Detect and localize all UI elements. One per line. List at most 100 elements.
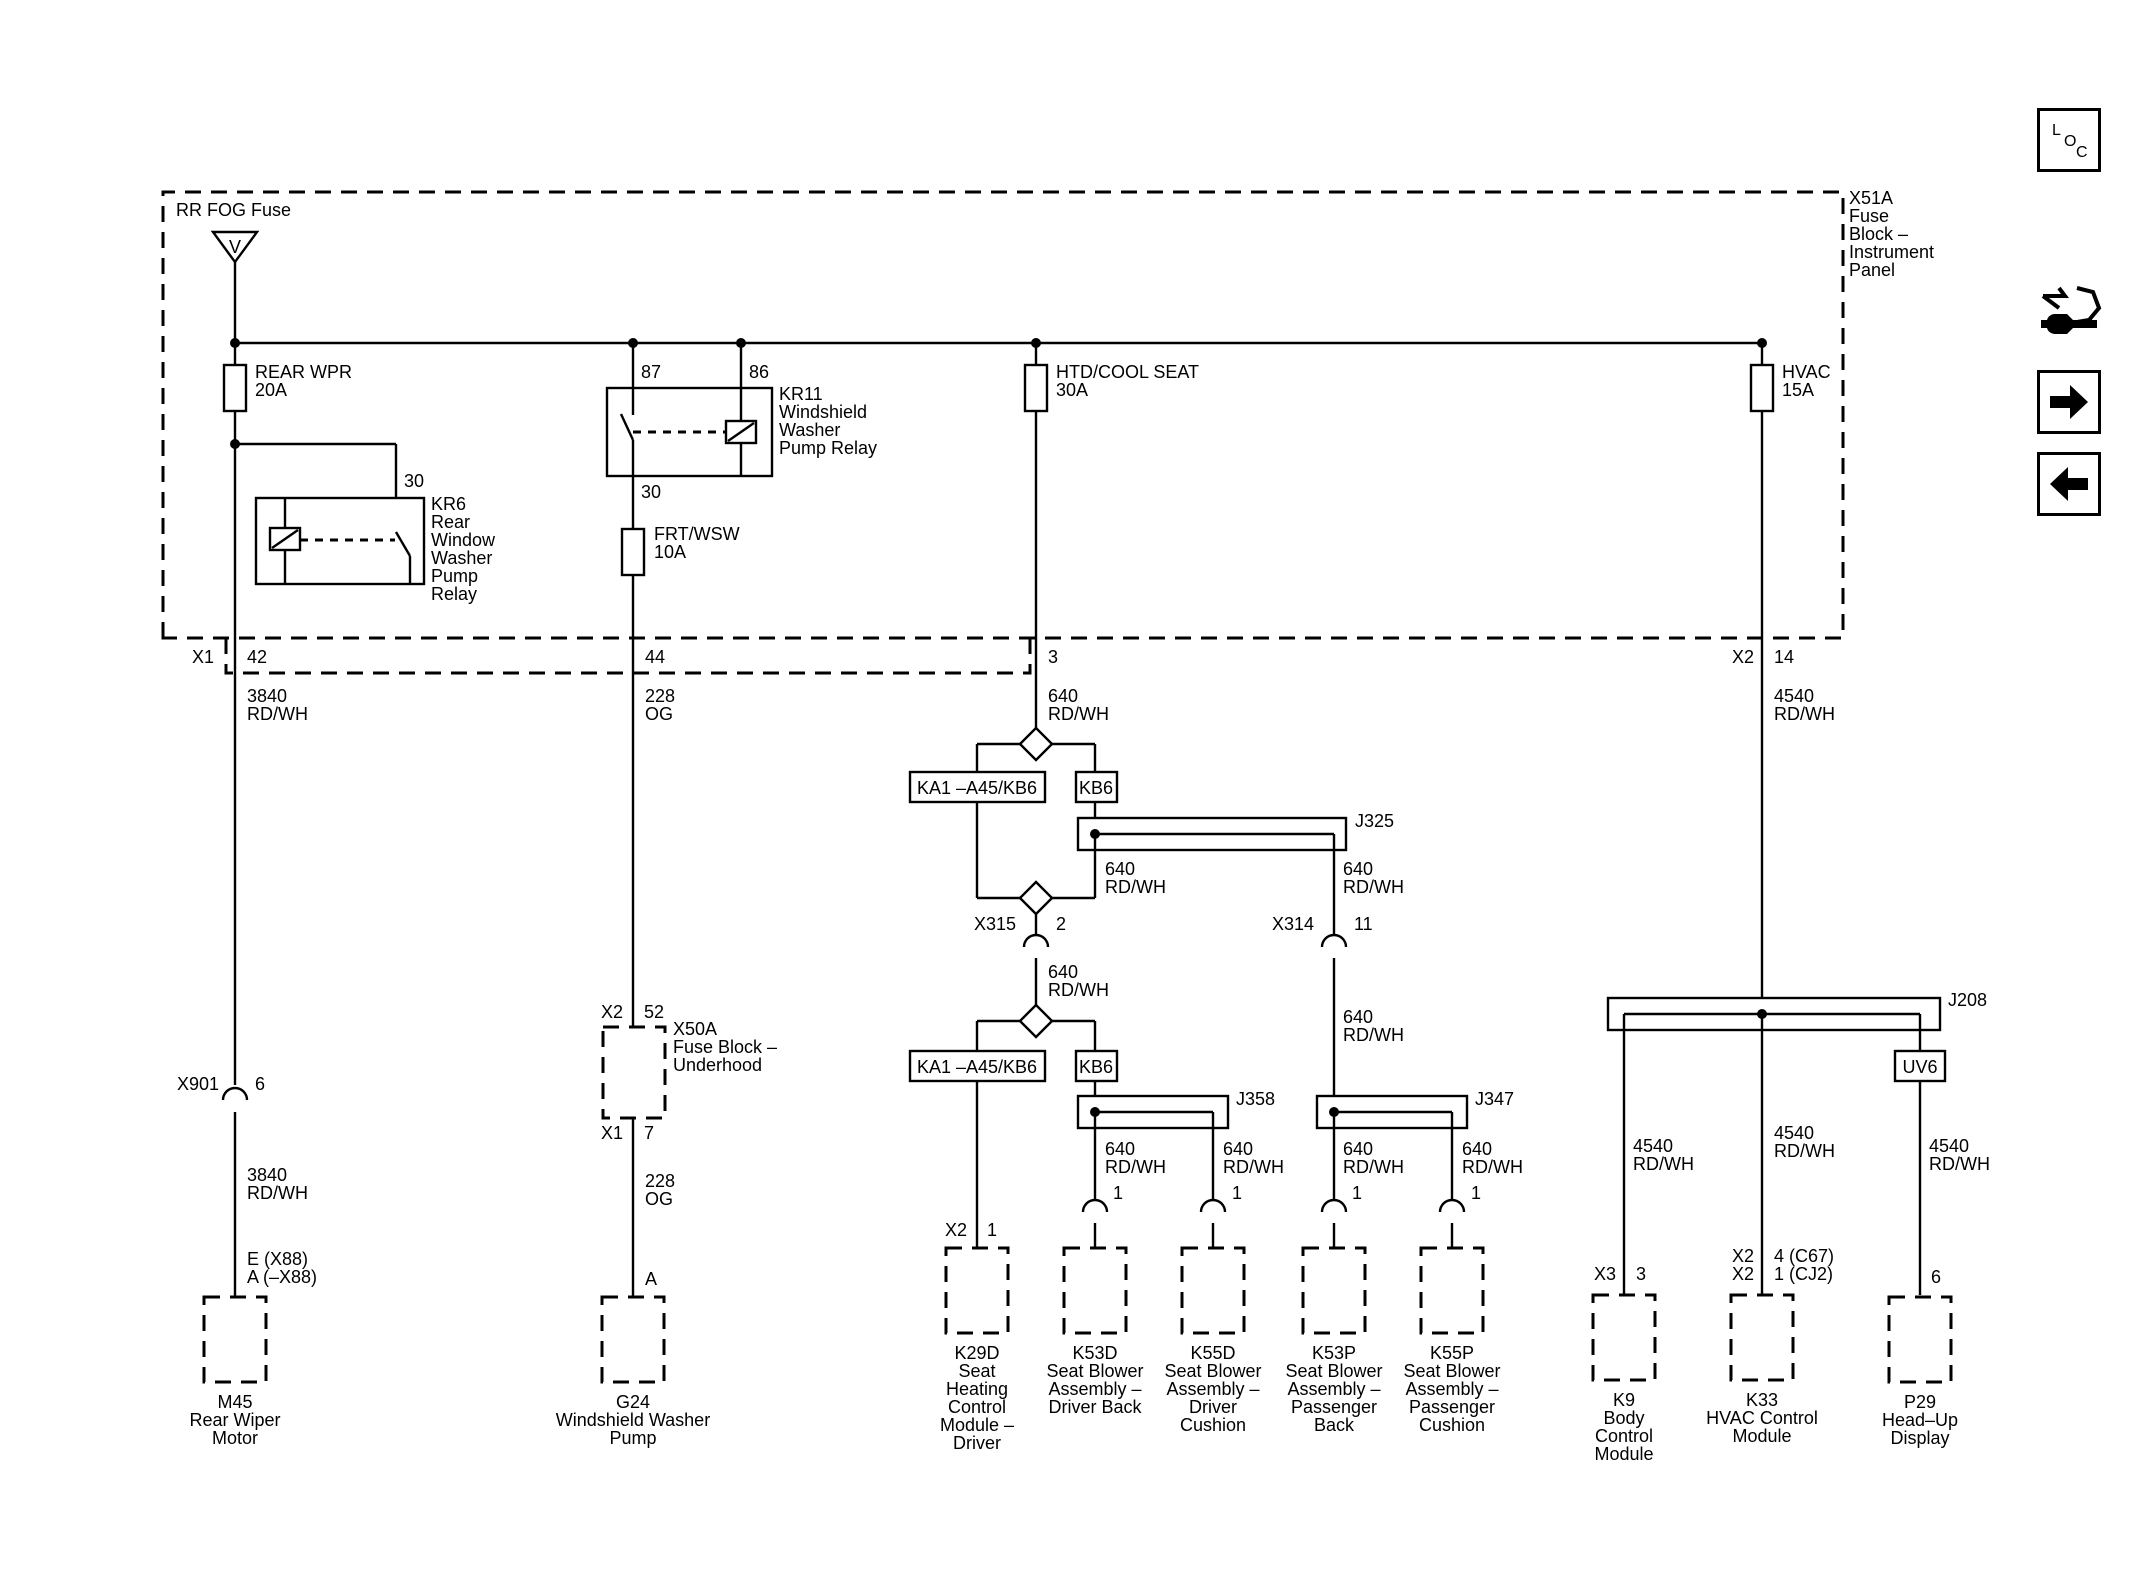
option-merge-lower: X315 2 640 RD/WH bbox=[974, 880, 1109, 1005]
svg-text:7: 7 bbox=[644, 1123, 654, 1143]
svg-text:OG: OG bbox=[645, 1189, 673, 1209]
svg-text:X2: X2 bbox=[601, 1002, 623, 1022]
location-index-button[interactable]: L O C bbox=[2037, 108, 2101, 172]
svg-text:O: O bbox=[2064, 133, 2076, 150]
svg-text:RD/WH: RD/WH bbox=[1343, 1157, 1404, 1177]
component-k33: K33 HVAC Control Module bbox=[1706, 1293, 1818, 1446]
svg-text:6: 6 bbox=[1931, 1267, 1941, 1287]
component-k53d: K53D Seat Blower Assembly – Driver Back bbox=[1046, 1246, 1144, 1417]
splice-j208: J208 UV6 4540 RD/WH 4540 RD/WH 4540 RD/W… bbox=[1594, 990, 1990, 1295]
svg-text:Driver: Driver bbox=[1189, 1397, 1237, 1417]
component-m45: M45 Rear Wiper Motor bbox=[189, 1295, 281, 1448]
option-split-driver: KA1 –A45/KB6 KB6 bbox=[908, 1003, 1119, 1248]
component-k9: K9 Body Control Module bbox=[1591, 1293, 1657, 1464]
svg-text:Window: Window bbox=[431, 530, 496, 550]
svg-text:RD/WH: RD/WH bbox=[1633, 1154, 1694, 1174]
svg-text:Module: Module bbox=[1594, 1444, 1653, 1464]
svg-text:Seat Blower: Seat Blower bbox=[1046, 1361, 1143, 1381]
svg-text:Assembly –: Assembly – bbox=[1166, 1379, 1259, 1399]
source-label: RR FOG Fuse bbox=[176, 200, 291, 220]
svg-text:V: V bbox=[229, 237, 241, 257]
connector-x315: X315 bbox=[974, 914, 1016, 934]
previous-page-button[interactable] bbox=[2037, 452, 2101, 516]
svg-text:Underhood: Underhood bbox=[673, 1055, 762, 1075]
svg-text:Fuse: Fuse bbox=[1849, 206, 1889, 226]
svg-text:X2: X2 bbox=[1732, 647, 1754, 667]
svg-text:Module –: Module – bbox=[940, 1415, 1014, 1435]
svg-text:Motor: Motor bbox=[212, 1428, 258, 1448]
svg-text:Windshield Washer: Windshield Washer bbox=[556, 1410, 710, 1430]
svg-text:Display: Display bbox=[1890, 1428, 1949, 1448]
svg-text:Assembly –: Assembly – bbox=[1048, 1379, 1141, 1399]
next-page-button[interactable] bbox=[2037, 370, 2101, 434]
svg-text:Passenger: Passenger bbox=[1409, 1397, 1495, 1417]
battery-source-symbol: RR FOG Fuse V bbox=[176, 200, 291, 265]
svg-text:14: 14 bbox=[1774, 647, 1794, 667]
svg-text:4540: 4540 bbox=[1633, 1136, 1673, 1156]
svg-text:Rear Wiper: Rear Wiper bbox=[189, 1410, 280, 1430]
svg-text:Control: Control bbox=[948, 1397, 1006, 1417]
arrow-left-icon bbox=[2050, 467, 2088, 501]
svg-text:OG: OG bbox=[645, 704, 673, 724]
option-split-upper: KA1 –A45/KB6 KB6 bbox=[908, 726, 1119, 900]
svg-text:42: 42 bbox=[247, 647, 267, 667]
svg-text:640: 640 bbox=[1343, 859, 1373, 879]
svg-text:Cushion: Cushion bbox=[1419, 1415, 1485, 1435]
fuse-block-x51a: X51A Fuse Block – Instrument Panel bbox=[161, 188, 1934, 675]
svg-text:4540: 4540 bbox=[1774, 1123, 1814, 1143]
svg-text:10A: 10A bbox=[654, 542, 686, 562]
svg-text:X3: X3 bbox=[1594, 1264, 1616, 1284]
svg-text:640: 640 bbox=[1048, 962, 1078, 982]
svg-text:E (X88): E (X88) bbox=[247, 1249, 308, 1269]
component-g24: G24 Windshield Washer Pump bbox=[556, 1295, 710, 1448]
svg-text:Heating: Heating bbox=[946, 1379, 1008, 1399]
svg-text:HVAC: HVAC bbox=[1782, 362, 1831, 382]
svg-text:X1: X1 bbox=[601, 1123, 623, 1143]
svg-text:640: 640 bbox=[1223, 1139, 1253, 1159]
svg-text:30A: 30A bbox=[1056, 380, 1088, 400]
svg-text:L: L bbox=[2052, 122, 2061, 139]
svg-text:K33: K33 bbox=[1746, 1390, 1778, 1410]
svg-text:RD/WH: RD/WH bbox=[1048, 980, 1109, 1000]
svg-text:Pump: Pump bbox=[431, 566, 478, 586]
connector-x314: X314 bbox=[1272, 914, 1314, 934]
svg-text:Rear: Rear bbox=[431, 512, 470, 532]
svg-text:M45: M45 bbox=[217, 1392, 252, 1412]
service-tool-button[interactable] bbox=[2037, 278, 2103, 342]
svg-text:1: 1 bbox=[1471, 1183, 1481, 1203]
svg-text:228: 228 bbox=[645, 1171, 675, 1191]
svg-text:K55D: K55D bbox=[1190, 1343, 1235, 1363]
svg-text:Fuse Block –: Fuse Block – bbox=[673, 1037, 777, 1057]
circuit-rear-wiper: 42 X1 3840 RD/WH X901 6 3840 RD/WH E (X8… bbox=[177, 444, 317, 1297]
svg-text:KR11: KR11 bbox=[779, 384, 823, 404]
svg-text:X50A: X50A bbox=[673, 1019, 717, 1039]
svg-text:G24: G24 bbox=[616, 1392, 650, 1412]
svg-text:Assembly –: Assembly – bbox=[1405, 1379, 1498, 1399]
svg-text:Body: Body bbox=[1603, 1408, 1644, 1428]
svg-text:J358: J358 bbox=[1236, 1089, 1275, 1109]
svg-text:J208: J208 bbox=[1948, 990, 1987, 1010]
svg-text:1: 1 bbox=[1113, 1183, 1123, 1203]
seat-blower-connectors: 1 1 1 1 X2 1 bbox=[945, 1183, 1481, 1248]
svg-text:86: 86 bbox=[749, 362, 769, 382]
component-k55p: K55P Seat Blower Assembly – Passenger Cu… bbox=[1403, 1246, 1501, 1435]
svg-text:30: 30 bbox=[641, 482, 661, 502]
svg-text:11: 11 bbox=[1354, 914, 1373, 934]
service-tool-icon bbox=[2041, 286, 2102, 335]
svg-text:P29: P29 bbox=[1904, 1392, 1936, 1412]
svg-text:X2: X2 bbox=[1732, 1264, 1754, 1284]
svg-text:640: 640 bbox=[1462, 1139, 1492, 1159]
fuse-block-ref: X51A bbox=[1849, 188, 1893, 208]
svg-text:Washer: Washer bbox=[779, 420, 840, 440]
svg-text:K29D: K29D bbox=[954, 1343, 999, 1363]
svg-text:Head–Up: Head–Up bbox=[1882, 1410, 1958, 1430]
svg-text:X2: X2 bbox=[945, 1220, 967, 1240]
svg-text:4540: 4540 bbox=[1774, 686, 1814, 706]
circuit-windshield-washer: FRT/WSW 10A 44 228 OG X2 52 X50A Fuse Bl… bbox=[601, 476, 777, 1297]
svg-text:RD/WH: RD/WH bbox=[247, 1183, 308, 1203]
svg-text:RD/WH: RD/WH bbox=[247, 704, 308, 724]
location-index-icon: L O C bbox=[2052, 122, 2088, 161]
svg-text:RD/WH: RD/WH bbox=[1929, 1154, 1990, 1174]
svg-text:X2: X2 bbox=[1732, 1246, 1754, 1266]
